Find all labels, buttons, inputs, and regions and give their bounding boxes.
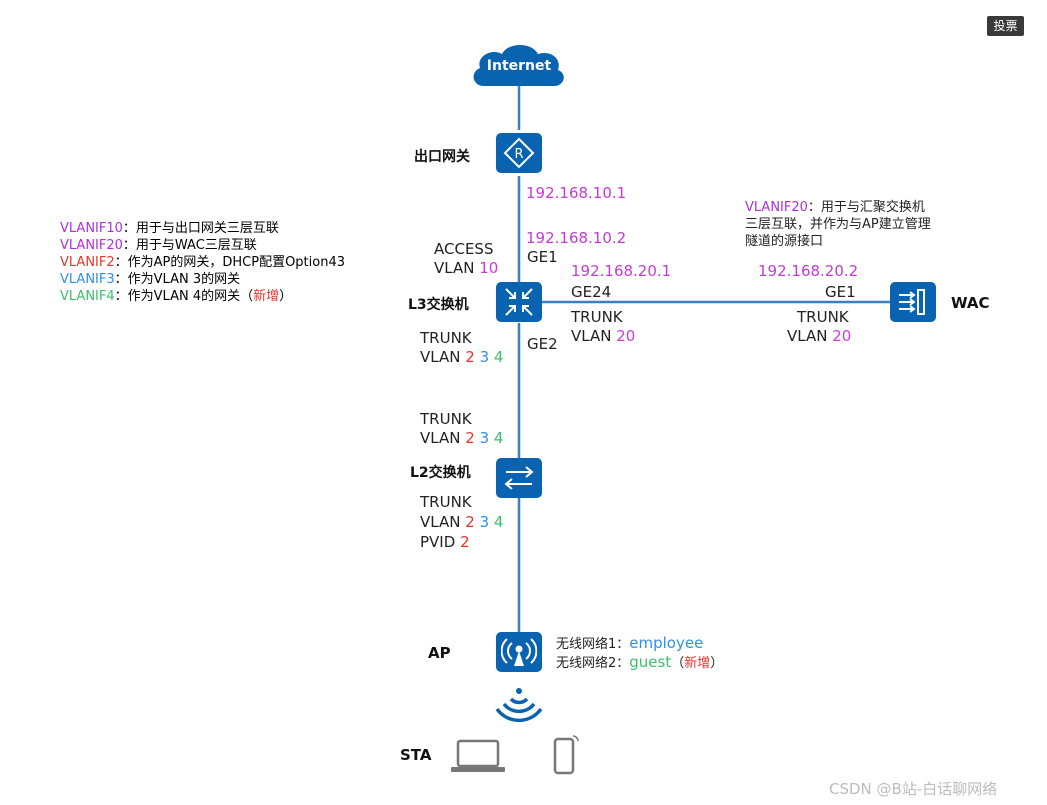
watermark: CSDN @B站-白话聊网络 — [829, 780, 998, 798]
ssid-prefix: 无线网络1： — [556, 637, 630, 652]
wac-icon[interactable] — [890, 282, 936, 322]
wifi-signal-icon — [495, 688, 543, 723]
vlan-prefix: VLAN — [420, 513, 461, 531]
vlan-id-4: 4 — [493, 429, 504, 447]
vlan-id-3: 3 — [479, 429, 490, 447]
vlanif-name: VLANIF10 — [60, 221, 123, 236]
vlanif-text: ：作为AP的网关，DHCP配置Option43 — [114, 255, 346, 270]
new-tag: 新增 — [684, 656, 711, 671]
l2-pvid: PVID 2 — [420, 533, 470, 551]
svg-text:R: R — [514, 147, 523, 162]
l3-ge1-label: GE1 — [527, 248, 558, 266]
vlanif-suffix: ） — [279, 289, 293, 304]
vlanif-note: VLANIF10：用于与出口网关三层互联 — [60, 220, 345, 237]
gateway-label: 出口网关 — [414, 149, 470, 165]
gateway-ip: 192.168.10.1 — [526, 184, 627, 202]
ssid-close: ） — [710, 656, 724, 671]
vlanif-note: VLANIF20：用于与WAC三层互联 — [60, 237, 345, 254]
wac-note-line: 三层互联，并作为与AP建立管理 — [745, 217, 931, 232]
new-tag: 新增 — [253, 289, 280, 304]
phone-icon — [553, 735, 579, 775]
wac-note-line: VLANIF20：用于与汇聚交换机 — [745, 199, 931, 216]
vlanif-notes: VLANIF10：用于与出口网关三层互联 VLANIF20：用于与WAC三层互联… — [60, 220, 345, 305]
pvid-value: 2 — [460, 533, 470, 551]
wac-trunk: TRUNK — [797, 308, 849, 326]
wac-ge1-label: GE1 — [825, 283, 856, 301]
ssid-name: guest — [629, 653, 672, 671]
internet-label: Internet — [486, 58, 552, 74]
vlanif-text: ：作为VLAN 4的网关（ — [114, 289, 254, 304]
l3-access-label: ACCESS — [434, 240, 494, 258]
vlanif-note: VLANIF2：作为AP的网关，DHCP配置Option43 — [60, 254, 345, 271]
l2-trunk-down: TRUNK — [420, 493, 472, 511]
vlan-id-4: 4 — [493, 513, 504, 531]
l3-ge2-label: GE2 — [527, 335, 558, 353]
vlan-id: 20 — [616, 327, 636, 345]
ssid-1: 无线网络1：employee — [556, 634, 703, 654]
l2-switch-icon[interactable] — [496, 458, 542, 498]
l3-trunk-right: TRUNK — [571, 308, 623, 326]
ssid-2: 无线网络2：guest（新增） — [556, 653, 723, 673]
vlan-prefix: VLAN — [420, 429, 461, 447]
vote-button[interactable]: 投票 — [987, 16, 1024, 36]
vlanif-note: VLANIF4：作为VLAN 4的网关（新增） — [60, 288, 345, 305]
vlanif-note: VLANIF3：作为VLAN 3的网关 — [60, 271, 345, 288]
vlan-id-3: 3 — [479, 348, 490, 366]
wac-ip: 192.168.20.2 — [758, 262, 859, 280]
l3-vlan-right: VLAN 20 — [571, 327, 635, 345]
access-vlan-prefix: VLAN — [434, 259, 475, 277]
access-vlan-id: 10 — [479, 259, 499, 277]
l3-switch-label: L3交换机 — [408, 297, 469, 313]
l2-vlan-down: VLAN 2 3 4 — [420, 513, 503, 531]
vlan-id-2: 2 — [465, 513, 475, 531]
vlanif-text: ：用于与WAC三层互联 — [122, 238, 257, 253]
vlan-id: 20 — [832, 327, 852, 345]
wac-label: WAC — [951, 294, 990, 312]
vlanif-name: VLANIF20 — [60, 238, 123, 253]
wac-note: VLANIF20：用于与汇聚交换机 三层互联，并作为与AP建立管理 隧道的源接口 — [745, 199, 931, 250]
vlanif-name: VLANIF20 — [745, 200, 808, 215]
l2-switch-label: L2交换机 — [410, 465, 471, 481]
vlan-id-2: 2 — [465, 429, 475, 447]
l3-ge24-label: GE24 — [571, 283, 612, 301]
l3-ge24-ip: 192.168.20.1 — [571, 262, 672, 280]
ssid-prefix: 无线网络2： — [556, 656, 630, 671]
l3-trunk-down: TRUNK — [420, 329, 472, 347]
ssid-name: employee — [629, 634, 704, 652]
ap-icon[interactable] — [496, 632, 542, 672]
vlanif-name: VLANIF3 — [60, 272, 115, 287]
router-icon[interactable]: R — [496, 133, 542, 173]
vlan-id-4: 4 — [493, 348, 504, 366]
ap-label: AP — [428, 644, 451, 662]
ssid-open: （ — [671, 656, 685, 671]
vlan-id-2: 2 — [465, 348, 475, 366]
laptop-icon — [451, 739, 505, 772]
l2-trunk-up: TRUNK — [420, 410, 472, 428]
l3-switch-icon[interactable] — [496, 282, 542, 322]
l3-ge1-ip: 192.168.10.2 — [526, 229, 627, 247]
wac-vlan: VLAN 20 — [787, 327, 851, 345]
vlanif-name: VLANIF4 — [60, 289, 115, 304]
l3-vlan-down: VLAN 2 3 4 — [420, 348, 503, 366]
vlanif-text: ：用于与出口网关三层互联 — [122, 221, 279, 236]
vlan-prefix: VLAN — [420, 348, 461, 366]
sta-label: STA — [400, 746, 432, 764]
pvid-prefix: PVID — [420, 533, 456, 551]
vlanif-name: VLANIF2 — [60, 255, 115, 270]
wac-note-text: ：用于与汇聚交换机 — [807, 200, 925, 215]
internet-cloud-icon — [473, 45, 564, 86]
wac-note-line: 隧道的源接口 — [745, 234, 824, 249]
vlanif-text: ：作为VLAN 3的网关 — [114, 272, 241, 287]
vlan-id-3: 3 — [479, 513, 490, 531]
l2-vlan-up: VLAN 2 3 4 — [420, 429, 503, 447]
l3-access-vlan: VLAN 10 — [434, 259, 498, 277]
vlan-prefix: VLAN — [787, 327, 828, 345]
vlan-prefix: VLAN — [571, 327, 612, 345]
